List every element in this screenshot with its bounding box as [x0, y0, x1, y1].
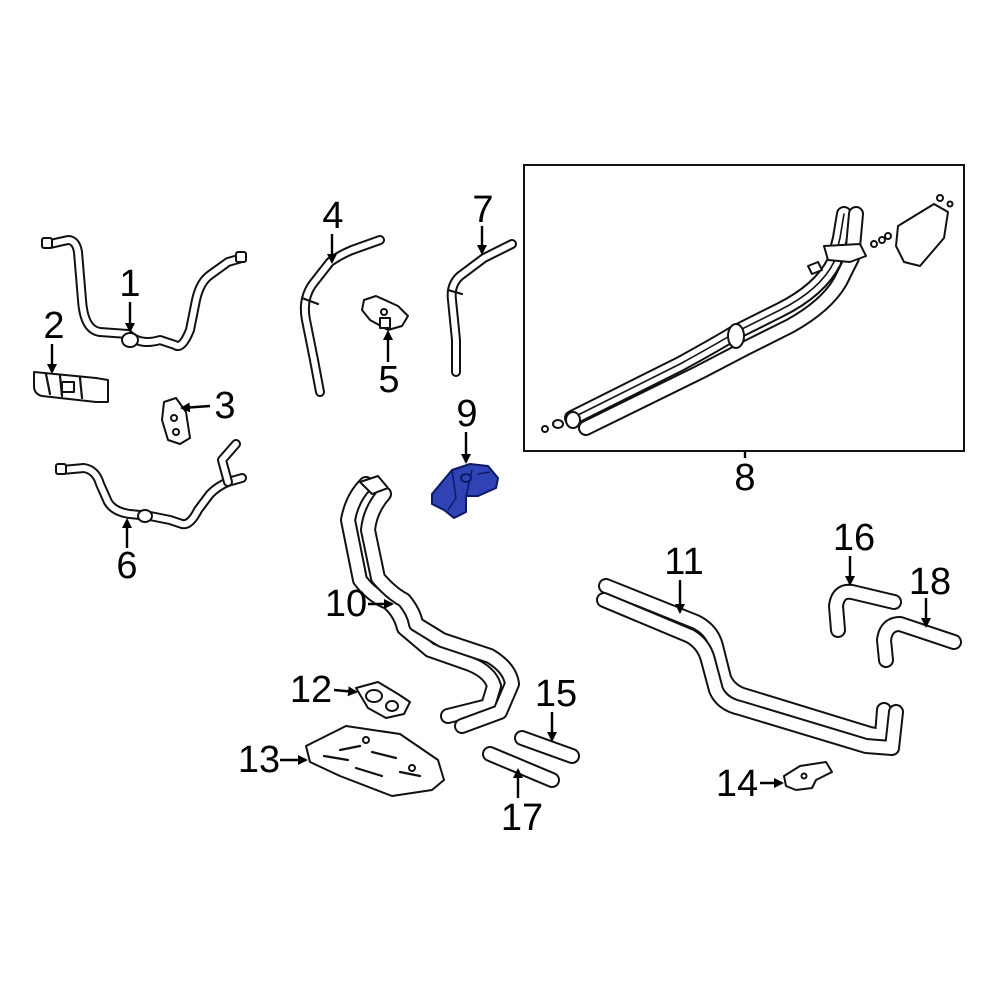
callout-18: 18 — [909, 561, 951, 603]
callout-17: 17 — [501, 797, 543, 839]
callout-9: 9 — [456, 393, 477, 435]
callout-11: 11 — [664, 541, 703, 583]
part-5-clamp[interactable] — [361, 295, 409, 331]
part-6-cooler-line[interactable] — [55, 439, 247, 530]
callout-15: 15 — [535, 673, 577, 715]
callout-3: 3 — [214, 385, 235, 427]
part-17-tube[interactable] — [482, 746, 560, 788]
part-14-bracket[interactable] — [783, 761, 833, 791]
part-15-tube[interactable] — [514, 730, 580, 764]
callout-labels: 1 2 3 4 5 6 7 8 9 10 11 12 13 14 15 16 1… — [43, 189, 951, 839]
callout-5: 5 — [378, 359, 399, 401]
part-8-cooler-assembly[interactable] — [523, 164, 965, 452]
callout-10: 10 — [325, 583, 367, 625]
part-11-cooler-lines[interactable] — [596, 578, 904, 756]
callout-4: 4 — [322, 195, 343, 237]
part-2-bracket[interactable] — [33, 371, 109, 403]
part-7-hose[interactable] — [446, 239, 517, 377]
callout-6: 6 — [116, 545, 137, 587]
part-3-clip[interactable] — [161, 397, 191, 445]
callout-14: 14 — [716, 763, 758, 805]
part-1-cooler-line[interactable] — [41, 235, 247, 351]
part-13-shield[interactable] — [305, 725, 445, 797]
part-16-elbow-hose[interactable] — [828, 583, 902, 638]
callout-16: 16 — [833, 517, 875, 559]
callout-2: 2 — [43, 305, 64, 347]
part-9-bracket-highlighted[interactable] — [431, 463, 499, 519]
callout-1: 1 — [119, 263, 140, 305]
part-18-elbow-hose[interactable] — [876, 616, 962, 668]
callout-arrows — [47, 226, 931, 798]
callout-12: 12 — [290, 669, 332, 711]
part-4-hose[interactable] — [299, 235, 385, 397]
callout-13: 13 — [238, 739, 280, 781]
callout-7: 7 — [472, 189, 493, 231]
callout-8: 8 — [734, 457, 755, 499]
part-12-clamp[interactable] — [355, 681, 411, 719]
